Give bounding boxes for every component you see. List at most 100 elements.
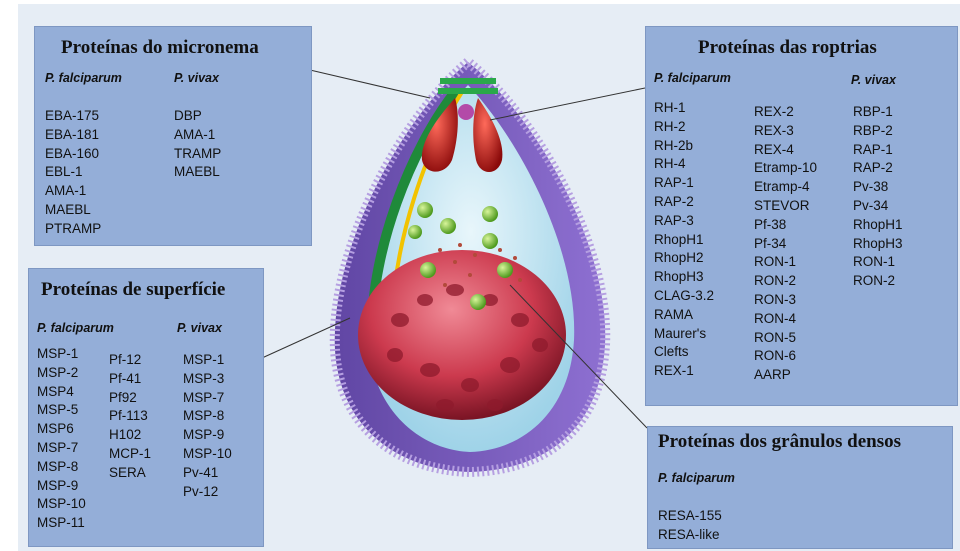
list-item: RAP-3: [654, 212, 714, 231]
list-item: RON-1: [754, 253, 817, 272]
list-item: Etramp-4: [754, 178, 817, 197]
list-item: Pv-34: [853, 197, 903, 216]
superficie-falciparum-list-2: Pf-12 Pf-41 Pf92 Pf-113 H102 MCP-1 SERA: [109, 351, 151, 483]
list-item: MAEBL: [174, 163, 221, 182]
list-item: PTRAMP: [45, 220, 101, 239]
list-item: MSP-9: [183, 426, 232, 445]
list-item: MSP-10: [183, 445, 232, 464]
list-item: Pv-41: [183, 464, 232, 483]
list-item: RH-1: [654, 99, 714, 118]
list-item: RAP-2: [654, 193, 714, 212]
superficie-falciparum-list-1: MSP-1 MSP-2 MSP4 MSP-5 MSP6 MSP-7 MSP-8 …: [37, 345, 86, 533]
list-item: MSP-1: [183, 351, 232, 370]
micronema-title: Proteínas do micronema: [61, 37, 259, 59]
list-item: RAP-1: [853, 141, 903, 160]
list-item: REX-1: [654, 362, 714, 381]
nucleus: [358, 250, 566, 420]
list-item: RH-2b: [654, 137, 714, 156]
list-item: MSP-8: [183, 407, 232, 426]
list-item: STEVOR: [754, 197, 817, 216]
list-item: RAP-1: [654, 174, 714, 193]
list-item: CLAG-3.2: [654, 287, 714, 306]
superficie-species-vivax: P. vivax: [177, 321, 222, 335]
list-item: RON-1: [853, 253, 903, 272]
list-item: MSP-9: [37, 477, 86, 496]
apical-ring-2: [438, 88, 498, 94]
roptrias-species-falciparum: P. falciparum: [654, 71, 731, 85]
list-item: Clefts: [654, 343, 714, 362]
list-item: RH-2: [654, 118, 714, 137]
list-item: Pv-12: [183, 483, 232, 502]
list-item: RAMA: [654, 306, 714, 325]
list-item: RBP-1: [853, 103, 903, 122]
list-item: RhopH2: [654, 249, 714, 268]
granulos-title: Proteínas dos grânulos densos: [658, 431, 901, 453]
list-item: RESA-155: [658, 507, 722, 526]
leader-roptrias: [490, 88, 645, 120]
list-item: AARP: [754, 366, 817, 385]
list-item: Etramp-10: [754, 159, 817, 178]
list-item: RAP-2: [853, 159, 903, 178]
list-item: MCP-1: [109, 445, 151, 464]
list-item: AMA-1: [174, 126, 221, 145]
apical-complex: [458, 104, 474, 120]
list-item: RON-2: [853, 272, 903, 291]
granulos-falciparum-list: RESA-155 RESA-like: [658, 507, 722, 545]
leader-micronema: [310, 70, 430, 98]
list-item: RBP-2: [853, 122, 903, 141]
list-item: MSP6: [37, 420, 86, 439]
list-item: Pf-12: [109, 351, 151, 370]
list-item: MSP-7: [183, 389, 232, 408]
list-item: RhopH3: [654, 268, 714, 287]
superficie-vivax-list: MSP-1 MSP-3 MSP-7 MSP-8 MSP-9 MSP-10 Pv-…: [183, 351, 232, 501]
list-item: REX-3: [754, 122, 817, 141]
list-item: EBA-160: [45, 145, 101, 164]
roptrias-species-vivax: P. vivax: [851, 73, 896, 87]
micronema-vivax-list: DBP AMA-1 TRAMP MAEBL: [174, 107, 221, 182]
roptrias-vivax-list: RBP-1 RBP-2 RAP-1 RAP-2 Pv-38 Pv-34 Rhop…: [853, 103, 903, 291]
list-item: Pf-38: [754, 216, 817, 235]
list-item: Pf-41: [109, 370, 151, 389]
list-item: MSP-7: [37, 439, 86, 458]
list-item: RhopH1: [654, 231, 714, 250]
superficie-panel: Proteínas de superfície P. falciparum P.…: [28, 268, 264, 547]
list-item: Pf-34: [754, 235, 817, 254]
list-item: RH-4: [654, 155, 714, 174]
list-item: MAEBL: [45, 201, 101, 220]
list-item: DBP: [174, 107, 221, 126]
list-item: MSP-11: [37, 514, 86, 533]
list-item: RON-5: [754, 329, 817, 348]
list-item: Pv-38: [853, 178, 903, 197]
list-item: MSP-2: [37, 364, 86, 383]
apical-ring-1: [440, 78, 496, 84]
list-item: TRAMP: [174, 145, 221, 164]
granulos-panel: Proteínas dos grânulos densos P. falcipa…: [647, 426, 953, 549]
roptrias-falciparum-list-2: REX-2 REX-3 REX-4 Etramp-10 Etramp-4 STE…: [754, 103, 817, 385]
list-item: MSP-5: [37, 401, 86, 420]
micronema-species-vivax: P. vivax: [174, 71, 219, 85]
list-item: EBL-1: [45, 163, 101, 182]
list-item: RhopH1: [853, 216, 903, 235]
list-item: RON-2: [754, 272, 817, 291]
list-item: RON-4: [754, 310, 817, 329]
superficie-title: Proteínas de superfície: [41, 279, 225, 301]
list-item: MSP-1: [37, 345, 86, 364]
list-item: RON-3: [754, 291, 817, 310]
list-item: MSP-8: [37, 458, 86, 477]
list-item: REX-4: [754, 141, 817, 160]
list-item: AMA-1: [45, 182, 101, 201]
micronema-falciparum-list: EBA-175 EBA-181 EBA-160 EBL-1 AMA-1 MAEB…: [45, 107, 101, 239]
list-item: EBA-175: [45, 107, 101, 126]
roptrias-panel: Proteínas das roptrias P. falciparum P. …: [645, 26, 958, 406]
roptrias-falciparum-list-1: RH-1 RH-2 RH-2b RH-4 RAP-1 RAP-2 RAP-3 R…: [654, 99, 714, 381]
list-item: Pf-113: [109, 407, 151, 426]
list-item: REX-2: [754, 103, 817, 122]
list-item: MSP-3: [183, 370, 232, 389]
list-item: Pf92: [109, 389, 151, 408]
list-item: EBA-181: [45, 126, 101, 145]
list-item: RESA-like: [658, 526, 722, 545]
micronema-species-falciparum: P. falciparum: [45, 71, 122, 85]
granulos-species-falciparum: P. falciparum: [658, 471, 735, 485]
list-item: H102: [109, 426, 151, 445]
superficie-species-falciparum: P. falciparum: [37, 321, 114, 335]
